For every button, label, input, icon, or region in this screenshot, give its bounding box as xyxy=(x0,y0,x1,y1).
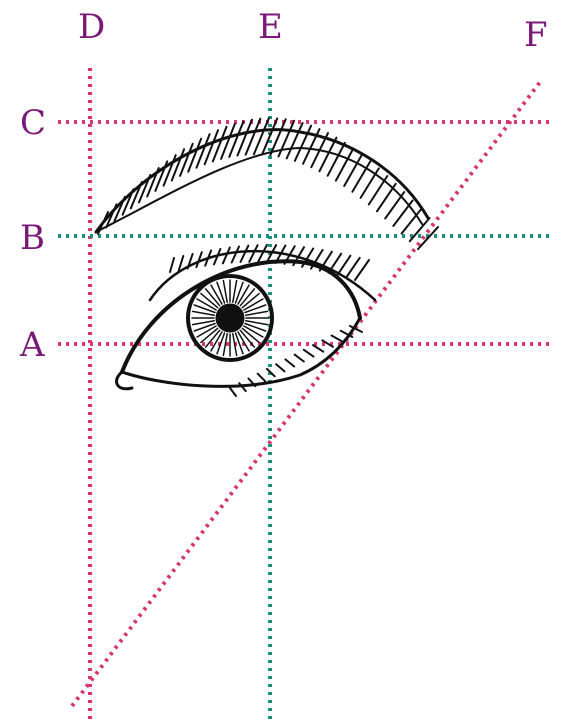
label-f: F xyxy=(524,15,548,55)
label-a: A xyxy=(19,325,45,365)
label-e: E xyxy=(258,7,283,47)
pupil xyxy=(216,304,244,332)
eyebrow-illustration xyxy=(96,118,438,249)
label-c: C xyxy=(20,103,46,143)
guide-line-f xyxy=(72,82,540,706)
eye-illustration xyxy=(117,245,375,396)
label-d: D xyxy=(78,7,105,47)
label-b: B xyxy=(20,218,45,258)
